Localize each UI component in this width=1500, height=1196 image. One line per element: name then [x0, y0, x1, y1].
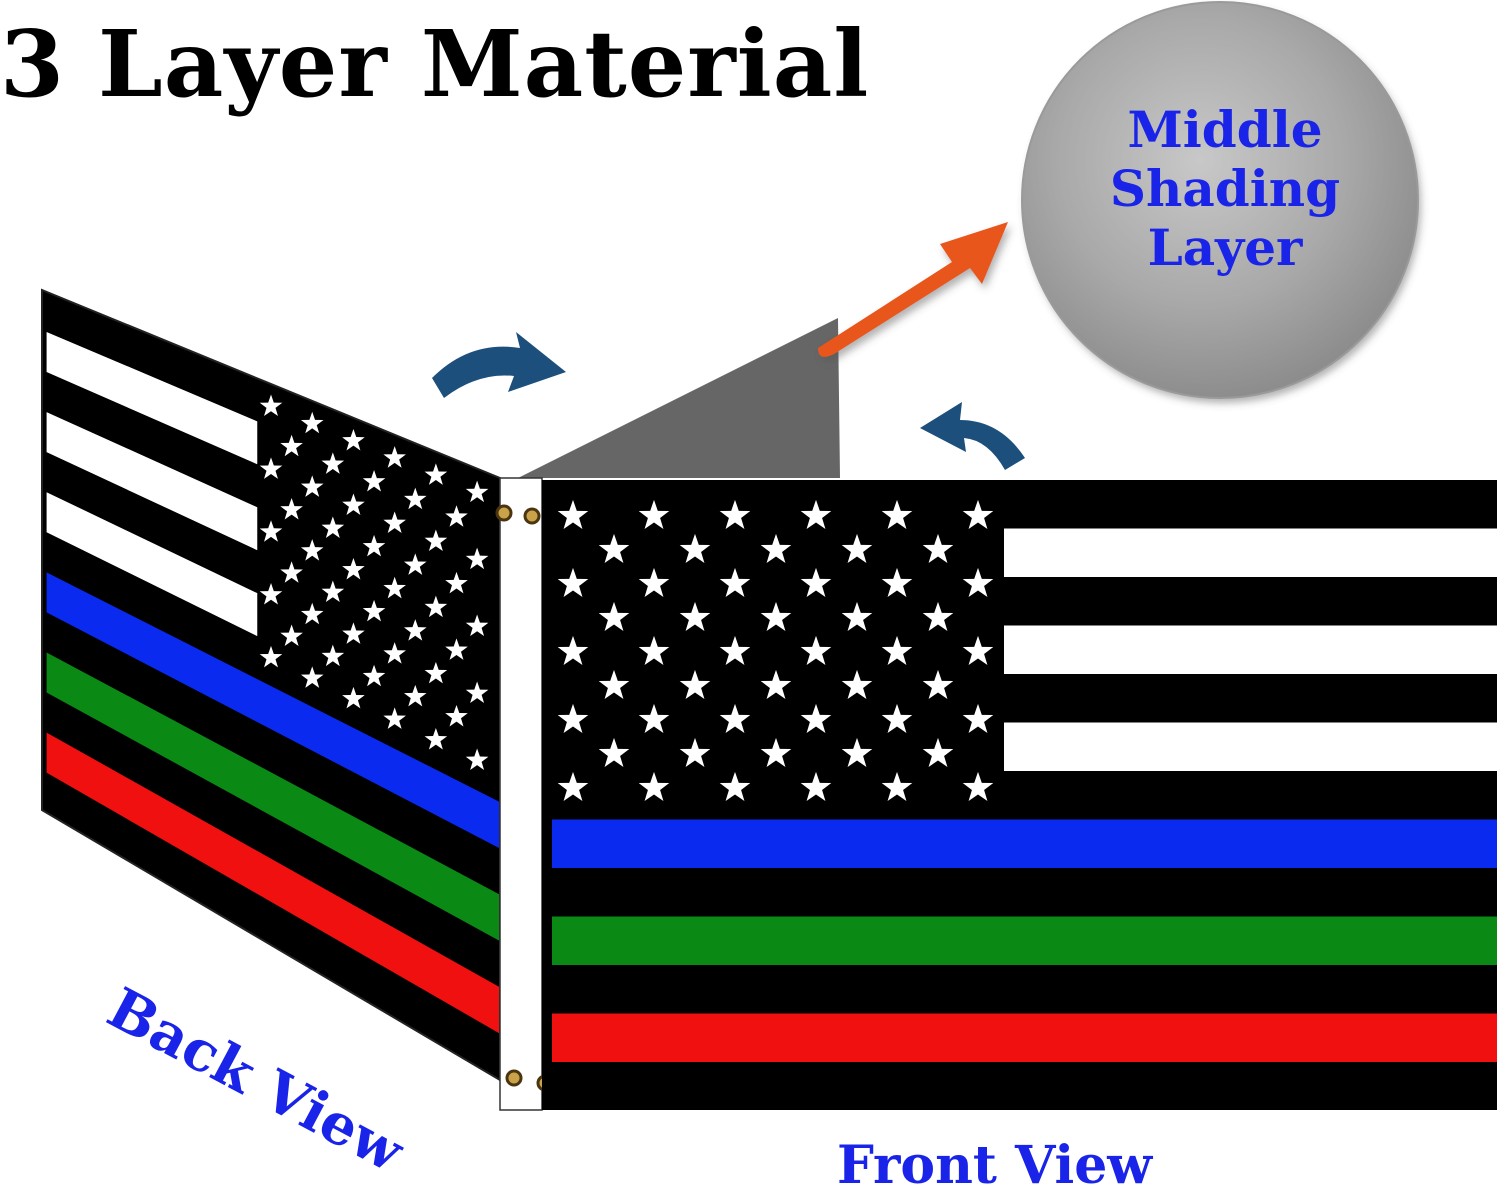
pointer-arrow-icon [818, 222, 1008, 357]
shading-panel [518, 318, 840, 478]
flag-stripe [552, 819, 1497, 868]
flag-header-strip [499, 477, 543, 1111]
flag-stripe [46, 412, 258, 551]
fabric-swatch [1021, 1, 1419, 399]
flag-stripe [552, 1013, 1497, 1062]
headline: 3 Layer Material [0, 10, 870, 118]
flag-stripe [46, 492, 258, 637]
flag-stripe [1004, 528, 1497, 577]
flag-stripe [1004, 625, 1497, 674]
flag-stripe [46, 331, 258, 465]
swatch-line-2: Shading [1109, 159, 1341, 218]
flag-stripe [1004, 722, 1497, 771]
swatch-line-1: Middle [1127, 100, 1323, 159]
back-view-flag [42, 290, 500, 1080]
front-view-flag [542, 480, 1497, 1110]
front-view-label: Front View [837, 1135, 1153, 1196]
flag-stripe [46, 732, 500, 1034]
swatch-line-3: Layer [1147, 218, 1303, 277]
curved-arrow-icon [432, 332, 566, 398]
swatch-label: Middle Shading Layer [1020, 100, 1430, 277]
flag-stripe [46, 652, 500, 942]
curved-arrow-icon [920, 402, 1025, 470]
flag-stripe [46, 572, 500, 849]
flag-stripe [552, 916, 1497, 965]
